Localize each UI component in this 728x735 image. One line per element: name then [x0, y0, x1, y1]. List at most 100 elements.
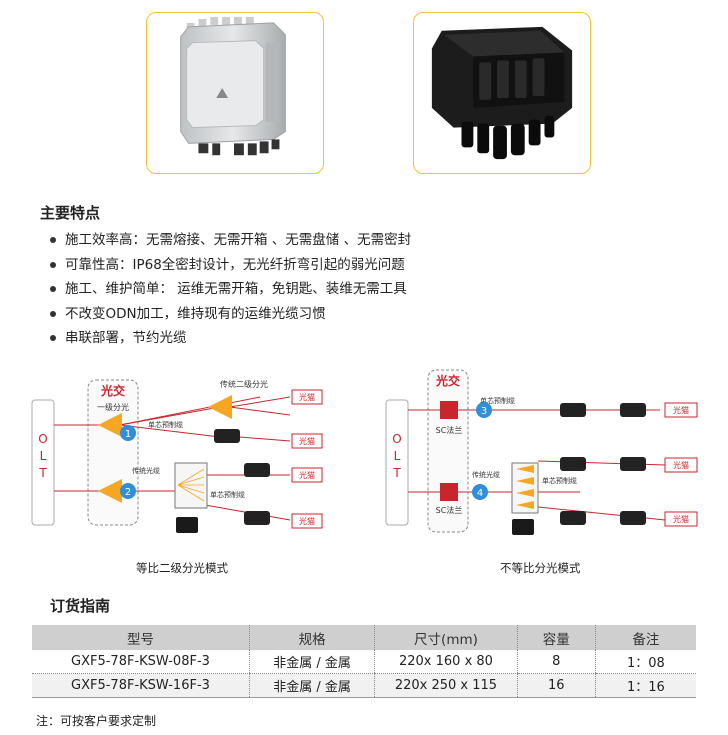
table-header-row: 型号 规格 尺寸(mm) 容量 备注	[32, 625, 696, 650]
step-1-badge	[120, 425, 136, 441]
sc-flange-block	[440, 401, 458, 419]
splitter-triangle-icon	[98, 413, 122, 437]
sc-flange-block	[440, 483, 458, 501]
svg-text:1: 1	[125, 429, 131, 440]
col-header-capacity: 容量	[516, 625, 596, 650]
bullet-icon	[50, 310, 56, 317]
olt-letter: T	[392, 466, 401, 480]
modem-box	[664, 402, 698, 418]
col-header-size: 尺寸(mm)	[374, 625, 518, 650]
closure-icon	[560, 457, 586, 471]
sc-flange-label: SC法兰	[436, 505, 463, 515]
split-diagram-unequal: O L T 光交 SC法兰 SC法兰 单芯预制缆 传统光缆 单芯预制缆	[380, 365, 710, 535]
cell-model: GXF5-78F-KSW-16F-3	[32, 673, 250, 698]
closure-icon	[620, 457, 646, 471]
cell-size: 220x 250 x 115	[374, 673, 518, 698]
cell-capacity: 8	[516, 650, 596, 674]
modem-label: 光猫	[299, 516, 315, 526]
diagram1-caption: 等比二级分光模式	[136, 561, 228, 575]
modem-label: 光猫	[299, 392, 315, 402]
cell-model: GXF5-78F-KSW-08F-3	[32, 650, 250, 674]
box-label: 光交	[435, 373, 460, 388]
col-header-remark: 备注	[594, 625, 696, 650]
feature-item: 可靠性高：IP68全密封设计，无光纤折弯引起的弱光问题	[50, 253, 411, 278]
precon-label: 单芯预制缆	[148, 420, 183, 429]
cell-spec: 非金属 / 金属	[248, 650, 375, 674]
svg-text:4: 4	[477, 488, 483, 499]
closure-icon	[214, 429, 240, 443]
bullet-icon	[50, 335, 56, 342]
modem-box	[664, 511, 698, 527]
svg-text:2: 2	[125, 487, 131, 498]
step-4-badge	[472, 484, 488, 500]
cell-size: 220x 160 x 80	[374, 650, 518, 674]
modem-box	[291, 467, 323, 483]
feature-item: 施工、维护简单： 运维无需开箱，免钥匙、装维无需工具	[50, 277, 411, 302]
feature-item: 施工效率高：无需熔接、无需开箱 、无需盘储 、无需密封	[50, 228, 411, 253]
closure-icon	[620, 403, 646, 417]
diagram2-caption: 不等比分光模式	[500, 561, 581, 575]
order-guide-title: 订货指南	[50, 597, 111, 615]
modem-box	[291, 433, 323, 449]
modem-label: 光猫	[673, 405, 689, 415]
olt-letter: O	[392, 432, 401, 446]
bullet-icon	[50, 237, 56, 244]
table-row: GXF5-78F-KSW-08F-3 非金属 / 金属 220x 160 x 8…	[32, 650, 696, 674]
olt-box	[31, 399, 55, 526]
product-photo-gray-box	[146, 12, 324, 174]
modem-label: 光猫	[299, 436, 315, 446]
bullet-icon	[50, 286, 56, 293]
closure-icon	[244, 463, 270, 477]
precon-label-2: 单芯预制缆	[210, 490, 245, 499]
precon-label: 单芯预制缆	[480, 396, 515, 405]
trad-cable-label: 传统光缆	[132, 466, 160, 475]
closure-icon	[620, 511, 646, 525]
black-fiber-closure-image	[431, 26, 573, 160]
cell-remark: 1：08	[594, 650, 696, 674]
box-label: 光交	[100, 383, 125, 398]
modem-box	[664, 457, 698, 473]
olt-letter: L	[394, 449, 401, 463]
custom-note: 注：可按客户要求定制	[36, 714, 157, 728]
col-header-spec: 规格	[248, 625, 375, 650]
splitter-triangle-icon	[208, 395, 232, 419]
closure-icon	[244, 511, 270, 525]
product-photo-black-closure	[413, 12, 591, 174]
olt-letter: O	[38, 432, 47, 446]
col-header-model: 型号	[32, 625, 250, 650]
closure-photo-icon	[176, 517, 198, 533]
split-diagram-equal: O L T 光交 一级分光 传统二级分光 单芯预制缆 传统光缆 单芯预制缆	[30, 365, 350, 535]
closure-icon	[560, 403, 586, 417]
first-split-label: 一级分光	[97, 402, 129, 412]
features-title: 主要特点	[40, 204, 101, 222]
gray-fiber-box-image	[180, 16, 286, 156]
step-3-badge	[476, 402, 492, 418]
precon-label-2: 单芯预制缆	[542, 476, 577, 485]
modem-box	[291, 513, 323, 529]
modem-label: 光猫	[673, 514, 689, 524]
feature-item: 串联部署，节约光缆	[50, 326, 411, 351]
modem-label: 光猫	[673, 460, 689, 470]
cell-spec: 非金属 / 金属	[248, 673, 375, 698]
closure-photo-icon	[512, 519, 534, 535]
feature-item: 不改变ODN加工，维持现有的运维光缆习惯	[50, 302, 411, 327]
olt-box	[385, 399, 409, 526]
order-table: 型号 规格 尺寸(mm) 容量 备注 GXF5-78F-KSW-08F-3 非金…	[32, 625, 696, 698]
cabinet-box	[87, 379, 139, 526]
step-2-badge	[120, 483, 136, 499]
modem-label: 光猫	[299, 470, 315, 480]
splitter-triangle-icon	[98, 479, 122, 503]
sc-flange-label: SC法兰	[436, 425, 463, 435]
closure-icon	[560, 511, 586, 525]
second-split-label: 传统二级分光	[220, 379, 268, 389]
modem-box	[291, 389, 323, 405]
olt-letter: L	[40, 449, 47, 463]
trad-cable-label: 传统光缆	[472, 470, 500, 479]
cell-capacity: 16	[516, 673, 596, 698]
bullet-icon	[50, 261, 56, 268]
features-list: 施工效率高：无需熔接、无需开箱 、无需盘储 、无需密封 可靠性高：IP68全密封…	[50, 228, 411, 351]
svg-text:3: 3	[481, 406, 487, 417]
cell-remark: 1：16	[594, 673, 696, 698]
table-row: GXF5-78F-KSW-16F-3 非金属 / 金属 220x 250 x 1…	[32, 673, 696, 698]
olt-letter: T	[38, 466, 47, 480]
